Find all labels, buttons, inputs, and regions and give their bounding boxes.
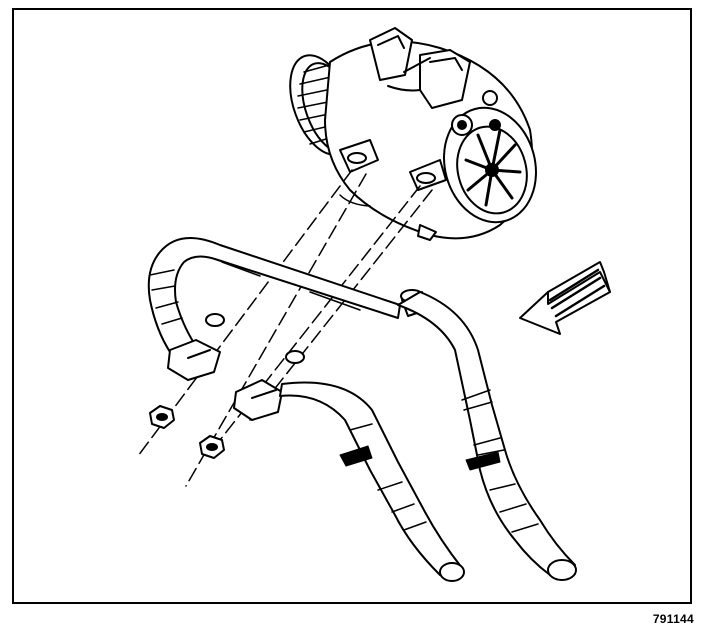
o-ring-seal-icon <box>205 313 305 364</box>
direction-arrow-icon <box>519 261 611 335</box>
figure-id-label: 791144 <box>652 612 694 626</box>
refrigerant-hose-assembly-icon <box>147 236 577 582</box>
hex-nut-icon <box>149 405 225 459</box>
ac-compressor-icon <box>289 27 537 241</box>
